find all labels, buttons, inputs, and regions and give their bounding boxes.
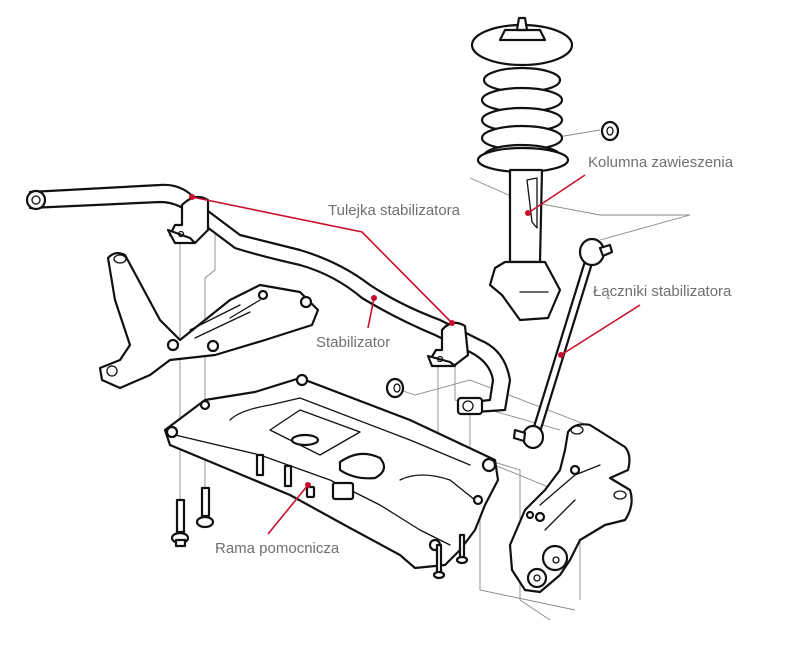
marker-links xyxy=(558,352,564,358)
marker-subframe xyxy=(305,482,311,488)
subframe xyxy=(163,373,500,580)
suspension-strut xyxy=(470,16,574,322)
leader-stabilizer xyxy=(367,297,375,329)
stabilizer-link xyxy=(512,237,614,450)
assembly-guide-lines xyxy=(179,129,691,621)
control-arm-right xyxy=(508,423,633,594)
marker-stabilizer xyxy=(371,295,377,301)
marker-bushing-left xyxy=(189,194,195,200)
label-stabilizer: Stabilizator xyxy=(316,334,391,351)
label-bushing: Tulejka stabilizatora xyxy=(328,202,461,219)
bushing-nut xyxy=(385,377,405,399)
label-subframe: Rama pomocnicza xyxy=(215,540,340,557)
leader-links xyxy=(560,304,641,356)
stabilizer-bushing-left xyxy=(166,195,210,245)
callout-leaders xyxy=(189,174,641,535)
stabilizer-bushing-right xyxy=(426,321,470,368)
subframe-bolts xyxy=(170,486,215,548)
marker-strut xyxy=(525,210,531,216)
strut-nut xyxy=(600,120,620,142)
label-links: Łączniki stabilizatora xyxy=(593,283,732,300)
leader-bushing xyxy=(191,196,453,324)
leader-strut xyxy=(527,174,586,214)
leader-subframe xyxy=(267,484,309,535)
label-strut: Kolumna zawieszenia xyxy=(588,154,734,171)
marker-bushing-right xyxy=(449,320,455,326)
control-arm-left xyxy=(98,251,320,390)
